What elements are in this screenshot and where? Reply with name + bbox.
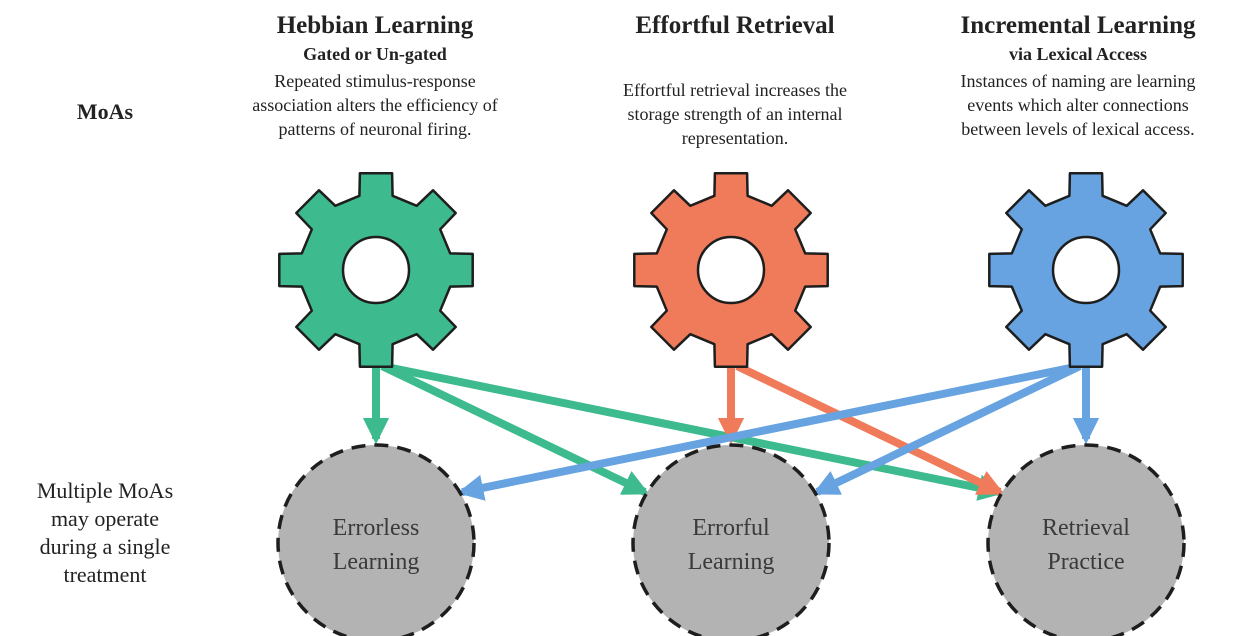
multiple-moas-label: Multiple MoAs may operate during a singl… <box>0 477 210 589</box>
moas-row-label: MoAs <box>76 99 134 124</box>
mechanism-description-line: events which alter connections <box>967 95 1189 115</box>
multiple-moas-line-1: Multiple MoAs <box>36 478 174 503</box>
arrow-incremental-to-errorless-learning <box>457 362 1081 501</box>
treatment-circle <box>986 443 1186 636</box>
mechanism-subtitle: Gated or Un-gated <box>303 44 447 64</box>
gear-icon-hebbian <box>278 172 474 368</box>
mechanism-incremental-header: Incremental Learning via Lexical Access … <box>905 12 1251 141</box>
treatment-circle <box>631 443 831 636</box>
gear-hole <box>696 235 766 305</box>
mechanism-title: Incremental Learning <box>960 12 1196 39</box>
mechanism-description-line: Repeated stimulus-response <box>274 71 476 91</box>
treatment-label-line: Learning <box>688 549 775 575</box>
treatment-label-line: Errorful <box>692 515 770 541</box>
mechanism-description-line: storage strength of an internal <box>627 104 843 124</box>
mechanism-description-line: patterns of neuronal firing. <box>278 119 472 139</box>
arrow-incremental-to-errorful-learning <box>812 362 1082 496</box>
multiple-moas-line-2: may operate <box>50 506 160 531</box>
arrow-layer <box>362 360 1100 501</box>
mechanism-description-line: Instances of naming are learning <box>960 71 1196 91</box>
mechanism-description-line: representation. <box>681 128 789 148</box>
mechanism-description-line: association alters the efficiency of <box>252 95 498 115</box>
mechanism-hebbian-header: Hebbian Learning Gated or Un-gated Repea… <box>190 12 560 141</box>
mechanism-description-line: between levels of lexical access. <box>961 119 1195 139</box>
gear-layer <box>278 172 1184 368</box>
mechanism-effortful-header: Effortful Retrieval Effortful retrieval … <box>555 12 915 150</box>
mechanism-description-line: Effortful retrieval increases the <box>622 80 848 100</box>
treatment-label-line: Learning <box>333 549 420 575</box>
gear-hole <box>341 235 411 305</box>
treatment-label-line: Retrieval <box>1042 515 1130 541</box>
arrow-effortful-to-retrieval-practice <box>735 362 1005 496</box>
gear-icon-incremental <box>988 172 1184 368</box>
arrow-hebbian-to-errorful-learning <box>380 362 650 496</box>
treatment-label-line: Errorless <box>333 515 420 541</box>
treatment-layer: ErrorlessLearningErrorfulLearningRetriev… <box>276 443 1186 636</box>
multiple-moas-line-3: during a single <box>39 534 171 559</box>
gear-icon-effortful <box>633 172 829 368</box>
mechanism-subtitle: via Lexical Access <box>1009 44 1147 64</box>
mechanism-title: Hebbian Learning <box>276 12 474 39</box>
treatment-label-line: Practice <box>1047 549 1124 575</box>
mechanism-title: Effortful Retrieval <box>635 12 835 39</box>
multiple-moas-line-4: treatment <box>63 562 147 587</box>
arrow-hebbian-to-retrieval-practice <box>381 362 1005 501</box>
gear-hole <box>1051 235 1121 305</box>
treatment-circle <box>276 443 476 636</box>
